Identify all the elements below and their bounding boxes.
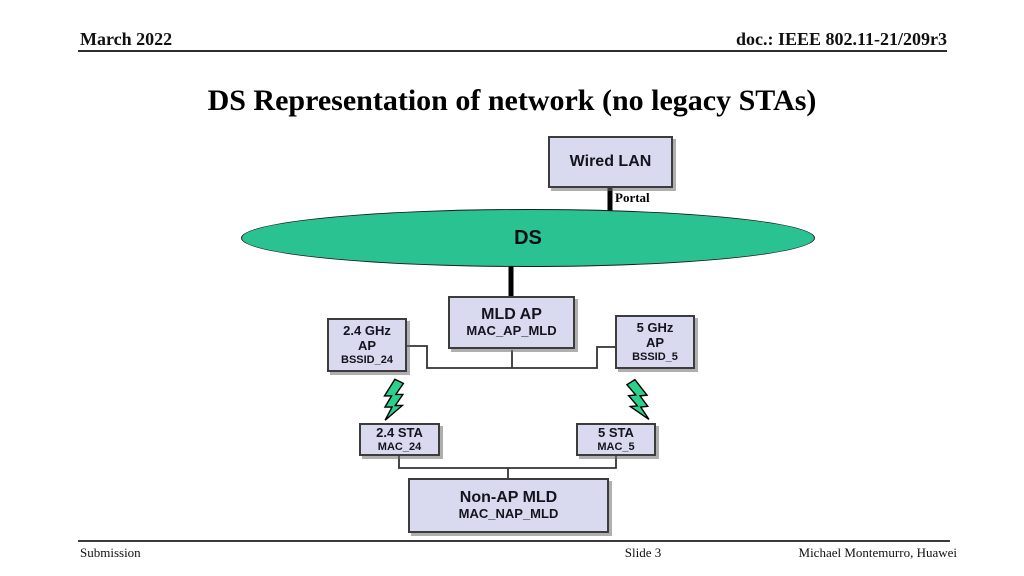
footer-slide-number: Slide 3 bbox=[624, 545, 662, 560]
ap-5ghz-bssid: BSSID_5 bbox=[632, 350, 678, 363]
footer-rule bbox=[78, 540, 950, 542]
ap-5ghz-role: AP bbox=[645, 334, 665, 350]
mldap-to-aps-connector bbox=[407, 345, 615, 369]
mld-ap-mac: MAC_AP_MLD bbox=[466, 323, 557, 339]
ap-5ghz-band: 5 GHz bbox=[636, 319, 674, 335]
ds-ellipse: DS bbox=[241, 209, 815, 267]
non-ap-mld-node: Non-AP MLD MAC_NAP_MLD bbox=[408, 478, 609, 533]
header-doc-number: doc.: IEEE 802.11-21/209r3 bbox=[735, 29, 947, 49]
sta-5ghz-name: 5 STA bbox=[598, 424, 634, 440]
footer-author: Michael Montemurro, Huawei bbox=[798, 545, 957, 560]
stas-to-nonapmld-connector bbox=[398, 456, 617, 469]
ap-24ghz-role: AP bbox=[357, 337, 377, 353]
non-ap-mld-name: Non-AP MLD bbox=[459, 488, 558, 506]
ap-24ghz-bssid: BSSID_24 bbox=[341, 353, 393, 366]
lightning-bolt-icon-24ghz bbox=[383, 378, 405, 421]
header-rule bbox=[78, 50, 947, 52]
ds-label: DS bbox=[514, 226, 542, 249]
wired-lan-node: Wired LAN bbox=[548, 136, 673, 188]
lightning-bolt-icon-5ghz bbox=[625, 378, 650, 420]
sta-24ghz-mac: MAC_24 bbox=[377, 440, 422, 453]
sta-5ghz-node: 5 STA MAC_5 bbox=[576, 423, 656, 456]
ap-24ghz-band: 2.4 GHz bbox=[343, 322, 391, 338]
sta-24ghz-node: 2.4 STA MAC_24 bbox=[359, 423, 440, 456]
ap-5ghz-node: 5 GHz AP BSSID_5 bbox=[615, 315, 695, 369]
mld-ap-name: MLD AP bbox=[481, 305, 542, 323]
sta-24ghz-name: 2.4 STA bbox=[376, 424, 423, 440]
mld-ap-node: MLD AP MAC_AP_MLD bbox=[448, 296, 575, 349]
ap-24ghz-node: 2.4 GHz AP BSSID_24 bbox=[327, 318, 407, 372]
non-ap-mld-mac: MAC_NAP_MLD bbox=[458, 506, 559, 522]
portal-label: Portal bbox=[615, 190, 650, 205]
header-date: March 2022 bbox=[80, 29, 173, 49]
sta-5ghz-mac: MAC_5 bbox=[597, 440, 635, 453]
wired-lan-label: Wired LAN bbox=[569, 152, 652, 170]
slide-title: DS Representation of network (no legacy … bbox=[207, 84, 817, 117]
footer-submission: Submission bbox=[80, 545, 141, 560]
